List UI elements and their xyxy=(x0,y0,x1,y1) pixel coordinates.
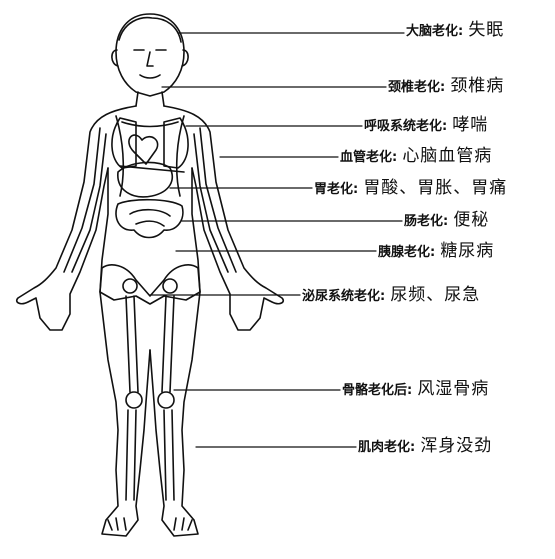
annotation-value: 尿频、尿急 xyxy=(390,285,480,305)
annotation-colon: : xyxy=(380,289,385,304)
right-leg-outline xyxy=(150,292,200,536)
annotation-key: 泌尿系统老化 xyxy=(302,289,380,304)
annotation-colon: : xyxy=(392,150,397,165)
annotation-pancreas: 胰腺老化: 糖尿病 xyxy=(378,243,494,260)
annotation-colon: : xyxy=(458,24,463,39)
annotation-key: 骨骼老化后 xyxy=(342,383,407,398)
annotation-key: 呼吸系统老化 xyxy=(364,119,442,134)
left-femur xyxy=(126,296,138,392)
annotation-key: 肠老化 xyxy=(404,214,443,229)
annotation-key: 血管老化 xyxy=(340,150,392,165)
nose xyxy=(147,52,153,66)
left-arm-bones xyxy=(64,128,106,272)
annotation-value: 颈椎病 xyxy=(450,76,504,96)
left-foot-bones xyxy=(108,518,126,530)
ribcage xyxy=(116,116,184,196)
right-tibia xyxy=(164,410,174,500)
annotation-key: 胰腺老化 xyxy=(378,245,430,260)
intestines xyxy=(116,200,183,238)
left-arm-outline xyxy=(17,106,136,330)
annotation-value: 浑身没劲 xyxy=(420,436,492,456)
heart xyxy=(129,135,158,164)
annotation-key: 胃老化 xyxy=(314,182,353,197)
annotation-colon: : xyxy=(443,214,448,229)
annotation-muscles: 肌肉老化: 浑身没劲 xyxy=(358,438,492,455)
annotation-value: 便秘 xyxy=(453,210,489,230)
annotation-colon: : xyxy=(407,383,412,398)
annotation-vessels: 血管老化: 心脑血管病 xyxy=(340,148,492,165)
annotation-key: 颈椎老化 xyxy=(388,80,440,95)
right-femur xyxy=(162,296,174,392)
annotation-respiratory: 呼吸系统老化: 哮喘 xyxy=(364,117,488,134)
right-foot-bones xyxy=(174,518,192,530)
right-knee xyxy=(158,392,174,408)
annotation-neck: 颈椎老化: 颈椎病 xyxy=(388,78,504,95)
pelvis xyxy=(100,265,200,304)
left-tibia xyxy=(126,410,136,500)
annotation-brain: 大脑老化: 失眠 xyxy=(406,22,504,39)
annotation-value: 糖尿病 xyxy=(440,241,494,261)
right-hip-joint xyxy=(163,279,177,293)
left-leg-outline xyxy=(100,292,150,536)
torso-outline xyxy=(100,168,200,292)
annotation-colon: : xyxy=(430,245,435,260)
annotation-value: 心脑血管病 xyxy=(402,146,492,166)
neck xyxy=(136,92,164,106)
annotation-value: 风湿骨病 xyxy=(417,379,489,399)
annotation-bones: 骨骼老化后: 风湿骨病 xyxy=(342,381,489,398)
annotation-colon: : xyxy=(440,80,445,95)
mouth xyxy=(140,75,160,78)
annotation-key: 肌肉老化 xyxy=(358,440,410,455)
left-hip-joint xyxy=(123,279,137,293)
annotation-colon: : xyxy=(442,119,447,134)
annotation-stomach: 胃老化: 胃酸、胃胀、胃痛 xyxy=(314,180,507,197)
annotation-colon: : xyxy=(410,440,415,455)
left-knee xyxy=(126,392,142,408)
annotation-key: 大脑老化 xyxy=(406,24,458,39)
annotation-colon: : xyxy=(353,182,358,197)
annotation-urinary: 泌尿系统老化: 尿频、尿急 xyxy=(302,287,480,304)
annotation-intestines: 肠老化: 便秘 xyxy=(404,212,489,229)
annotation-value: 失眠 xyxy=(468,20,504,40)
annotation-value: 哮喘 xyxy=(452,115,488,135)
annotation-value: 胃酸、胃胀、胃痛 xyxy=(363,178,507,198)
